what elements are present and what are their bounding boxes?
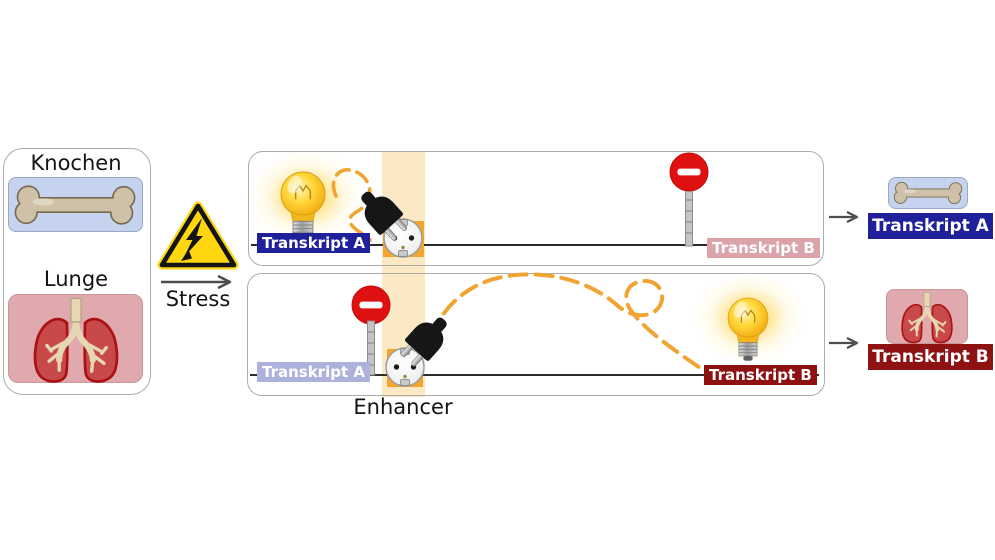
output-arrow-icon-bone bbox=[829, 211, 859, 223]
lung-image-box bbox=[8, 294, 143, 383]
transcript-a-chip-scenario1: Transkript A bbox=[257, 233, 370, 253]
bone-icon bbox=[14, 185, 136, 225]
gene-line-bottom bbox=[250, 374, 819, 376]
bone-image-box bbox=[8, 177, 143, 232]
lung-caption: Lunge bbox=[43, 267, 109, 291]
enhancer-label: Enhancer bbox=[353, 395, 453, 419]
stop-sign-icon-top bbox=[669, 152, 709, 192]
stop-sign-pole-top bbox=[685, 187, 693, 247]
socket-plug-top bbox=[351, 182, 423, 258]
bone-icon bbox=[893, 181, 963, 205]
gene-line-top bbox=[251, 244, 818, 246]
output-transcript-b-chip: Transkript B bbox=[868, 344, 993, 370]
output-transcript-a-chip: Transkript A bbox=[868, 213, 993, 239]
socket-plug-bottom bbox=[385, 308, 457, 387]
lightbulb-on-icon bbox=[727, 297, 769, 362]
high-voltage-warning-icon bbox=[157, 201, 239, 270]
scenario-bone-panel bbox=[248, 151, 824, 266]
transcript-a-chip-scenario2: Transkript A bbox=[257, 362, 370, 382]
lung-icon bbox=[900, 290, 954, 345]
stop-sign-pole-bottom bbox=[367, 320, 375, 376]
tissue-context-panel bbox=[3, 148, 151, 395]
transcript-b-chip-scenario2: Transkript B bbox=[704, 365, 817, 385]
output-arrow-icon-lung bbox=[829, 337, 859, 349]
bone-caption: Knochen bbox=[30, 151, 122, 175]
transcript-b-chip-scenario1: Transkript B bbox=[707, 238, 820, 258]
enhancer-contact-loop-long bbox=[429, 272, 708, 374]
lung-icon bbox=[9, 295, 142, 382]
stress-arrow-icon bbox=[161, 274, 232, 290]
output-lung-image-box bbox=[886, 289, 968, 345]
output-bone-image-box bbox=[888, 177, 968, 209]
stress-label: Stress bbox=[165, 287, 231, 311]
